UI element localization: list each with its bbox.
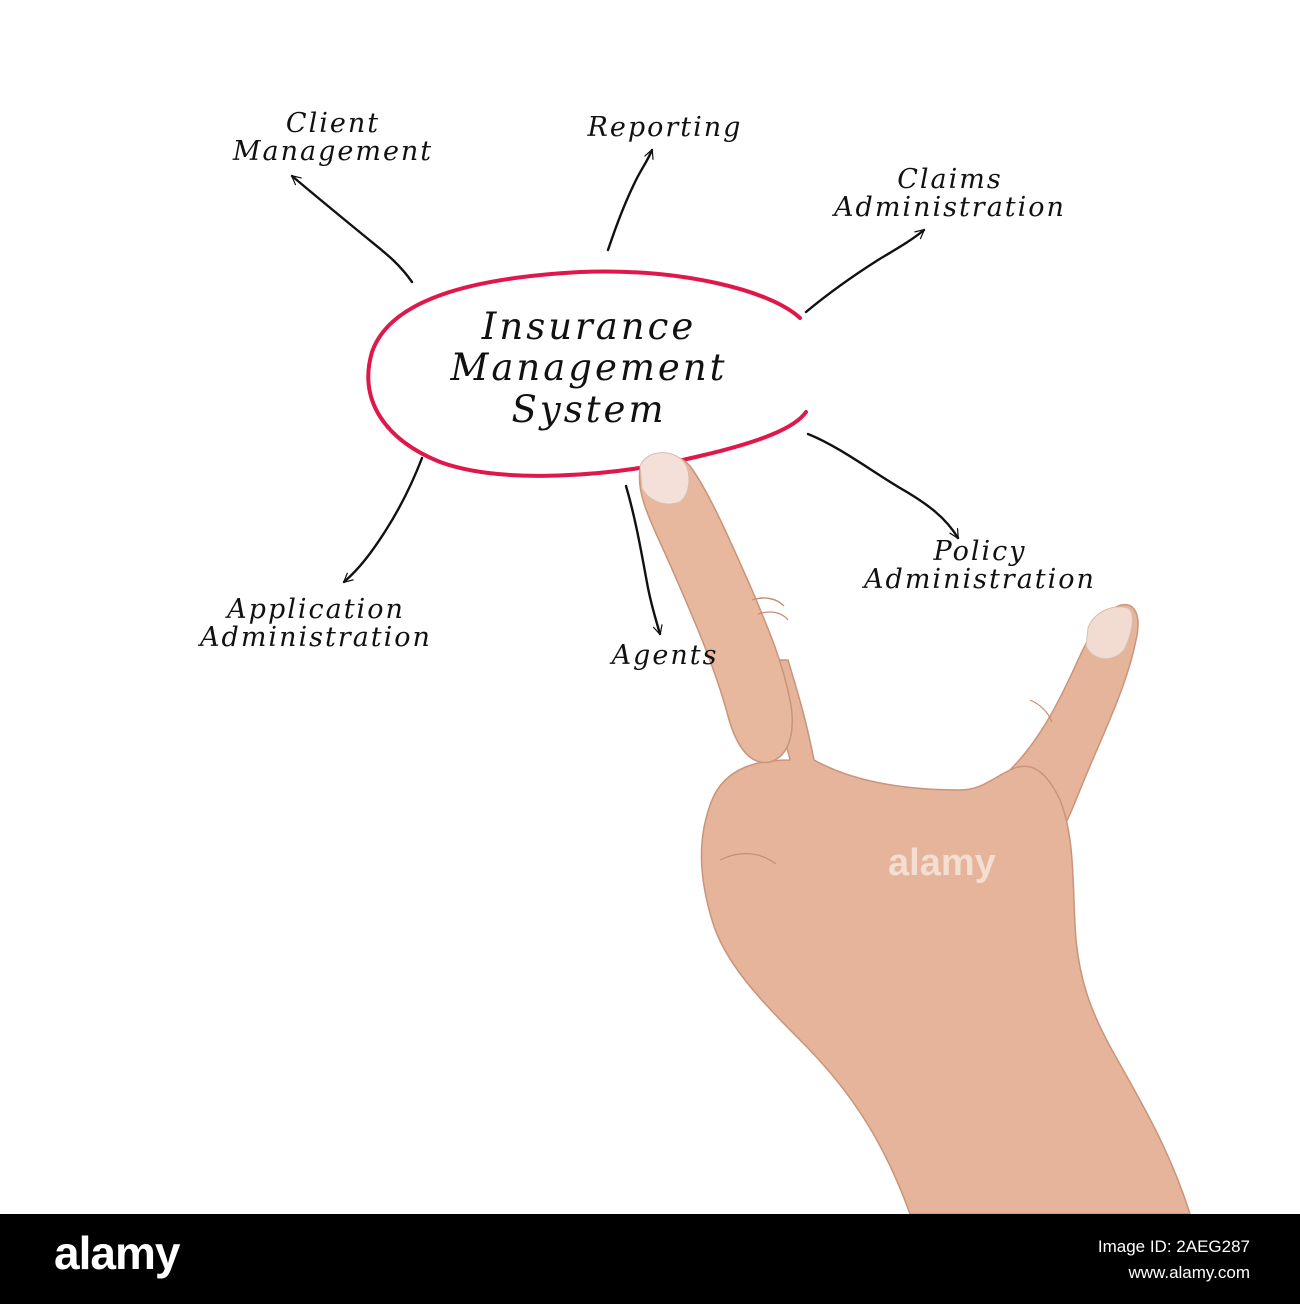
diagram-canvas: Insurance Management System Client Manag…: [126, 108, 1191, 1214]
diagram-drawing: [290, 148, 1191, 1214]
node-client-management: Client Management: [168, 108, 498, 168]
node-policy-administration-line2: Administration: [864, 564, 1096, 596]
node-policy-administration-line1: Policy: [933, 536, 1027, 567]
node-application-administration: Application Administration: [126, 594, 506, 654]
node-agents-line1: Agents: [611, 640, 719, 671]
footer-site-url: www.alamy.com: [1128, 1263, 1250, 1283]
thumb-crease: [1029, 699, 1053, 723]
node-claims-administration-line1: Claims: [897, 164, 1003, 195]
knuckle-crease-2: [757, 611, 789, 621]
footer-bar: alamy Image ID: 2AEG287 www.alamy.com: [0, 1214, 1300, 1304]
pointing-hand-photo: [638, 452, 1191, 1214]
node-reporting: Reporting: [530, 112, 800, 143]
thumb-nail: [1085, 606, 1133, 660]
arrow-claims-administration: [804, 228, 926, 314]
footer-logo: alamy: [54, 1227, 180, 1279]
center-label: Insurance Management System: [384, 305, 794, 431]
watermark: alamy: [888, 842, 996, 884]
arrow-reporting: [606, 148, 654, 252]
arrow-client-management: [290, 174, 414, 284]
center-ring: [366, 269, 808, 478]
center-label-line2: Management: [450, 346, 728, 390]
node-application-administration-line1: Application: [227, 594, 405, 625]
node-claims-administration: Claims Administration: [760, 164, 1140, 224]
node-client-management-line2: Management: [232, 136, 434, 168]
knuckle-crease-3: [719, 853, 777, 865]
node-claims-administration-line2: Administration: [834, 192, 1066, 224]
node-agents: Agents: [570, 640, 760, 671]
center-label-line1: Insurance: [481, 305, 697, 348]
arrow-agents: [624, 484, 663, 636]
footer-image-id: Image ID: 2AEG287: [1097, 1237, 1250, 1256]
node-application-administration-line2: Administration: [200, 622, 432, 654]
center-label-line3: System: [511, 387, 667, 431]
node-reporting-line1: Reporting: [587, 112, 743, 143]
knuckle-crease-1: [751, 597, 785, 607]
palm-wrist: [700, 659, 1191, 1214]
index-nail: [639, 452, 690, 505]
index-finger: [638, 454, 793, 764]
node-policy-administration: Policy Administration: [790, 536, 1170, 596]
footer-image-info: Image ID: 2AEG287 www.alamy.com: [1098, 1234, 1250, 1287]
arrow-policy-administration: [806, 432, 960, 540]
arrow-application-administration: [342, 456, 424, 584]
node-client-management-line1: Client: [285, 108, 381, 139]
